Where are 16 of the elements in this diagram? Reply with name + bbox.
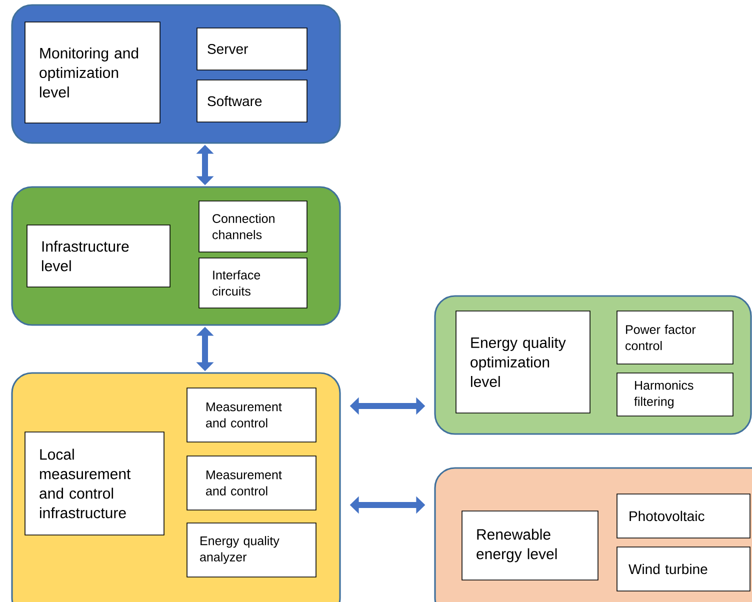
level-box: Infrastructure level: [26, 224, 170, 288]
component-box: Connection channels: [198, 200, 308, 252]
component-box: Power factor control: [616, 310, 734, 364]
level-box: Local measurement and control infrastructure: [24, 432, 164, 536]
component-box: Photovoltaic: [616, 494, 750, 538]
component-box: Measurement and control: [186, 456, 316, 510]
component-box: Server: [196, 28, 308, 70]
component-box: Wind turbine: [616, 546, 750, 592]
level-box: Energy quality optimization level: [456, 310, 590, 414]
component-box: Harmonics filtering: [616, 372, 734, 416]
component-box: Interface circuits: [198, 258, 308, 308]
component-box: Energy quality analyzer: [186, 522, 316, 578]
level-box: Monitoring and optimization level: [24, 22, 160, 124]
component-box: Software: [196, 80, 308, 122]
level-box: Renewable energy level: [462, 510, 598, 580]
component-box: Measurement and control: [186, 388, 316, 442]
